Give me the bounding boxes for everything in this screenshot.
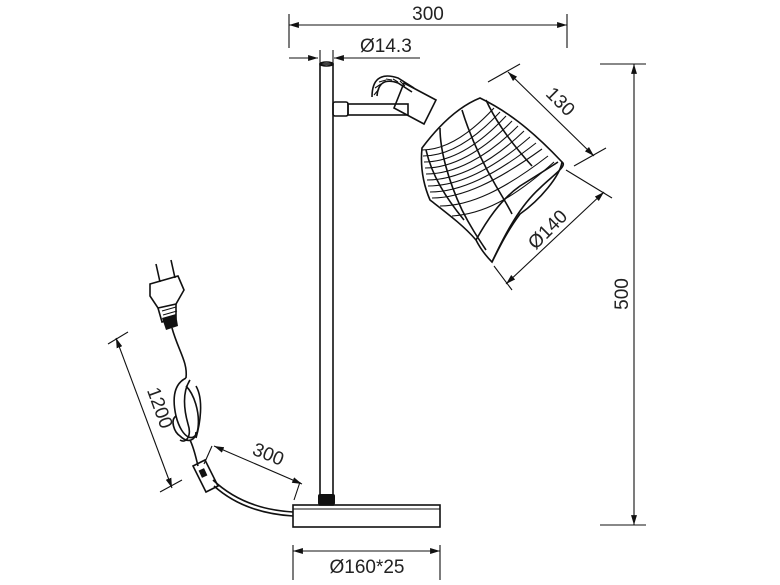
base-size-dimension: Ø160*25 [292, 545, 441, 580]
shade-diameter-label: Ø140 [524, 206, 572, 254]
power-plug [149, 259, 185, 330]
base-size-label: Ø160*25 [329, 557, 404, 578]
shade-depth-label: 130 [541, 83, 578, 120]
lamp-base [292, 504, 441, 528]
shade-depth-dimension: 130 [487, 63, 607, 167]
lamp-arm [332, 75, 438, 126]
overall-height-label: 500 [612, 278, 633, 310]
cord-switch [191, 458, 220, 494]
shade-diameter-dimension: Ø140 [493, 169, 613, 291]
pole-diameter-dimension: Ø14.3 [289, 36, 420, 66]
cord-length-label: 1200 [142, 385, 176, 432]
overall-width-label: 300 [412, 4, 444, 25]
overall-height-dimension: 500 [600, 63, 646, 526]
lamp-pole [318, 61, 335, 506]
cord-length-dimension: 1200 [107, 331, 183, 493]
pole-diameter-label: Ø14.3 [360, 36, 412, 57]
power-cord [171, 327, 294, 517]
overall-width-dimension: 300 [288, 4, 568, 48]
switch-distance-label: 300 [249, 439, 286, 470]
